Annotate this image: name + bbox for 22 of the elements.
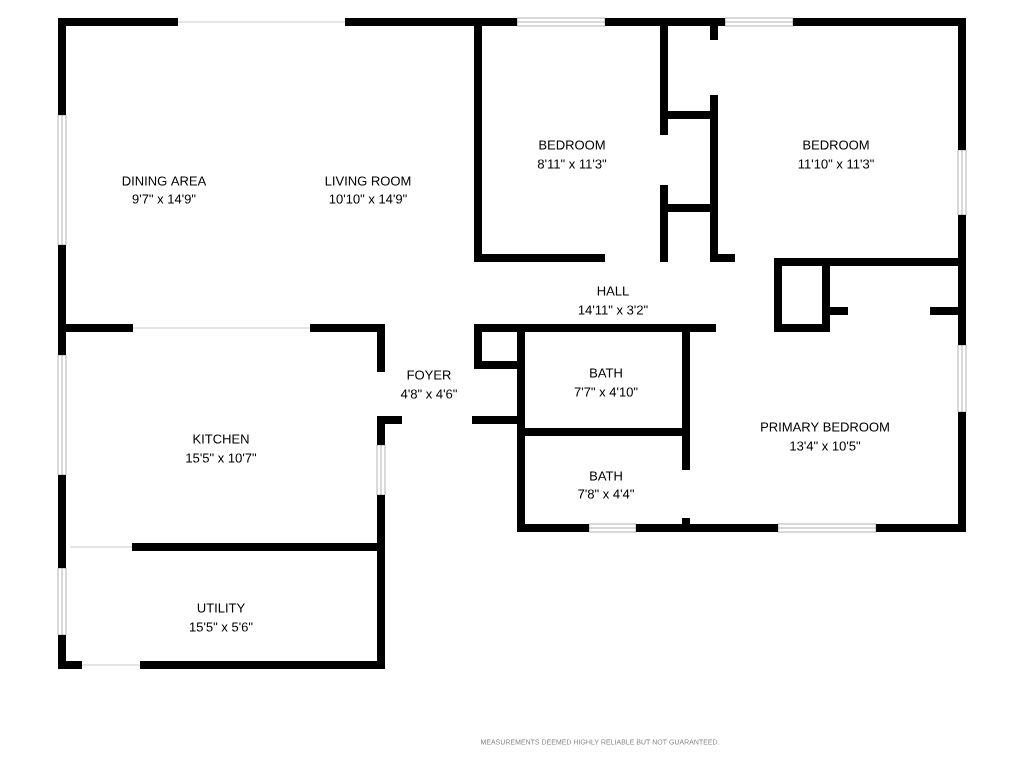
- room-dimensions: 13'4" x 10'5": [790, 441, 861, 451]
- room-dimensions: 11'10" x 11'3": [798, 159, 874, 169]
- room-dimensions: 14'11" x 3'2": [578, 305, 648, 315]
- room-dimensions: 8'11" x 11'3": [537, 159, 607, 169]
- room-name: LIVING ROOM: [325, 176, 411, 186]
- room-name: BATH: [590, 471, 622, 481]
- room-dimensions: 7'7" x 4'10": [574, 387, 638, 397]
- room-name: BATH: [590, 368, 622, 378]
- room-dimensions: 7'8" x 4'4": [578, 489, 634, 499]
- room-name: DINING AREA: [122, 176, 207, 186]
- room-name: UTILITY: [197, 603, 245, 613]
- room-dimensions: 10'10" x 14'9": [329, 194, 407, 204]
- room-name: HALL: [597, 286, 629, 296]
- room-name: PRIMARY BEDROOM: [761, 422, 889, 432]
- room-dimensions: 9'7" x 14'9": [132, 194, 196, 204]
- room-name: BEDROOM: [539, 140, 605, 150]
- room-name: KITCHEN: [193, 434, 249, 444]
- room-name: BEDROOM: [803, 140, 869, 150]
- room-dimensions: 15'5" x 5'6": [189, 622, 253, 632]
- room-dimensions: 4'8" x 4'6": [400, 389, 457, 399]
- room-dimensions: 15'5" x 10'7": [186, 453, 257, 463]
- room-name: FOYER: [407, 370, 451, 380]
